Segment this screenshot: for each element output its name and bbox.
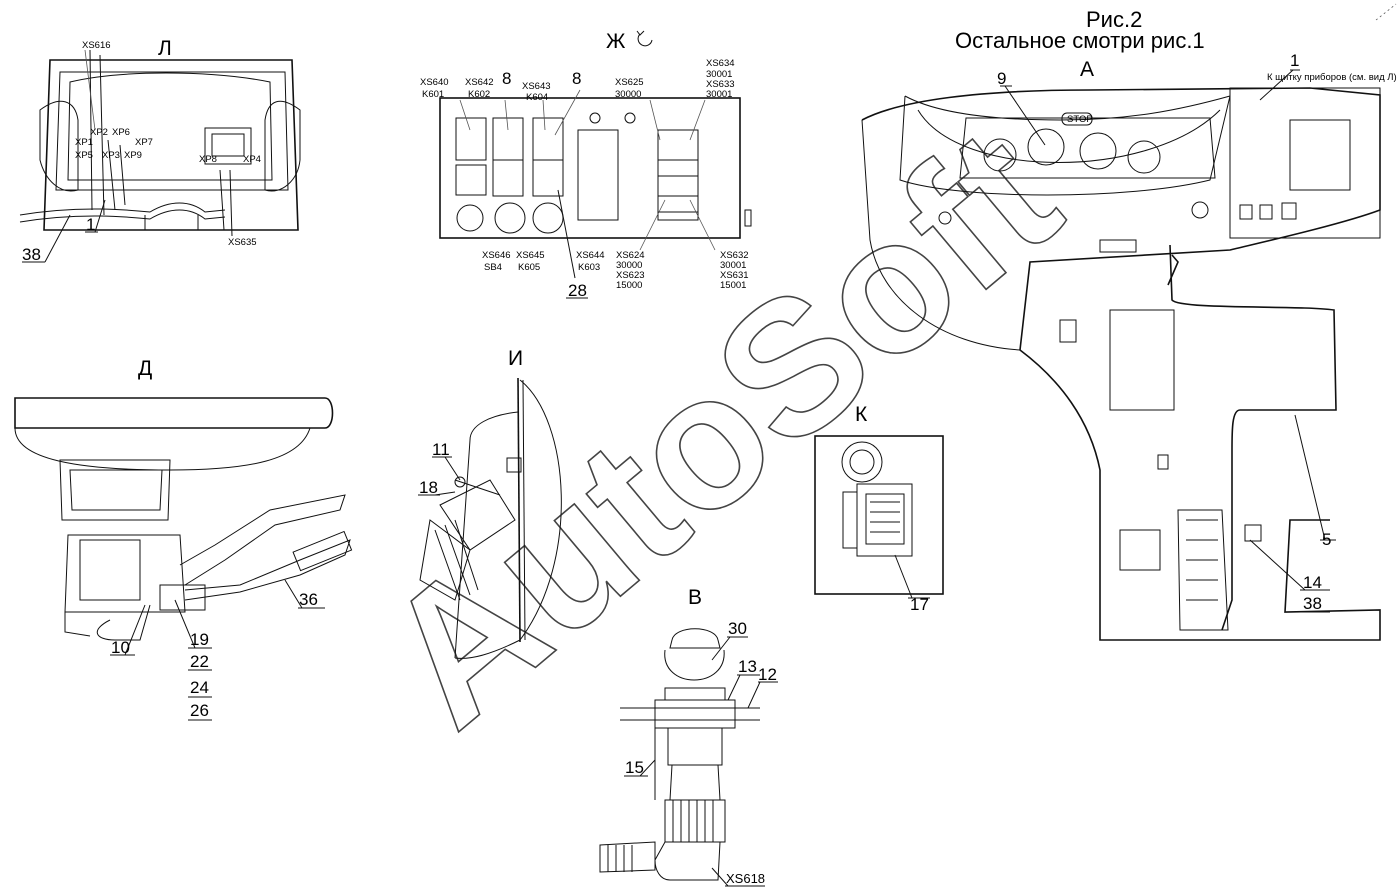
label-15001: 15001: [720, 280, 746, 291]
label-30001c: 30001: [720, 260, 746, 271]
callout-14: 14: [1303, 573, 1322, 592]
callout-10: 10: [111, 638, 130, 657]
label-xs645: XS645: [516, 250, 545, 261]
view-A-title: А: [1080, 58, 1094, 81]
callout-12: 12: [758, 665, 777, 684]
callout-19: 19: [190, 630, 209, 649]
label-xs634: XS634: [706, 58, 735, 69]
view-K: К 17: [814, 403, 944, 614]
label-xp8: XP8: [199, 154, 217, 165]
callout-38: 38: [22, 245, 41, 264]
view-L: Л XS616 XP2 XP6 XP1 XP7 XP5 XP3 XP9 XP8 …: [19, 37, 301, 264]
label-xs625: XS625: [615, 77, 644, 88]
label-xs646: XS646: [482, 250, 511, 261]
label-xp1: XP1: [75, 137, 93, 148]
view-Zh-title: Ж: [606, 30, 626, 53]
callout-9: 9: [997, 69, 1006, 88]
label-xp3: XP3: [102, 150, 120, 161]
label-15000: 15000: [616, 280, 642, 291]
view-L-title: Л: [158, 37, 172, 60]
label-xp6: XP6: [112, 127, 130, 138]
callout-24: 24: [190, 678, 209, 697]
view-K-title: К: [855, 403, 868, 426]
label-xs616: XS616: [82, 40, 111, 51]
label-xs642: XS642: [465, 77, 494, 88]
label-xp5: XP5: [75, 150, 93, 161]
view-V-title: В: [688, 586, 702, 609]
label-k601: K601: [422, 89, 444, 100]
callout-30: 30: [728, 619, 747, 638]
label-xs623: XS623: [616, 270, 645, 281]
label-30001a: 30001: [706, 69, 732, 80]
label-k604: K604: [526, 92, 548, 103]
label-xs631: XS631: [720, 270, 749, 281]
view-V: В 30 13 12 15 XS618: [599, 586, 778, 887]
view-D-title: Д: [138, 357, 152, 380]
label-30001b: 30001: [706, 89, 732, 100]
callout-17: 17: [910, 595, 929, 614]
callout-36: 36: [299, 590, 318, 609]
view-I-title: И: [508, 347, 523, 370]
callout-15: 15: [625, 758, 644, 777]
watermark: AutoSoft: [345, 89, 1096, 767]
label-xs643: XS643: [522, 81, 551, 92]
label-30000a: 30000: [615, 89, 641, 100]
label-xp7: XP7: [135, 137, 153, 148]
view-I: И 11 18: [418, 347, 562, 659]
view-Zh: Ж XS640 K601 XS642 K602 8 XS643 K604 8 X…: [420, 30, 752, 300]
label-xs633: XS633: [706, 79, 735, 90]
stop-lamp-label: STOP: [1067, 114, 1093, 125]
label-k605: K605: [518, 262, 540, 273]
view-A: А STOP 1 К щитку приборов (с: [861, 51, 1397, 641]
callout-5: 5: [1322, 530, 1331, 549]
label-xs644: XS644: [576, 250, 605, 261]
label-xs624: XS624: [616, 250, 645, 261]
callout-1-note: К щитку приборов (см. вид Л): [1267, 72, 1397, 83]
callout-11: 11: [432, 440, 450, 459]
callout-8a: 8: [502, 69, 511, 88]
callout-1-A: 1: [1290, 51, 1299, 70]
label-k603: K603: [578, 262, 600, 273]
label-sb4: SB4: [484, 262, 502, 273]
callout-18: 18: [419, 478, 438, 497]
label-xs640: XS640: [420, 77, 449, 88]
callout-26: 26: [190, 701, 209, 720]
callout-8b: 8: [572, 69, 581, 88]
callout-13: 13: [738, 657, 757, 676]
label-xp2: XP2: [90, 127, 108, 138]
callout-22: 22: [190, 652, 209, 671]
label-xp4: XP4: [243, 154, 261, 165]
label-30000b: 30000: [616, 260, 642, 271]
callout-38-A: 38: [1303, 594, 1322, 613]
corner-arrow-icon: [1375, 3, 1397, 21]
rotate-icon: [636, 30, 653, 47]
callout-1-L: 1: [86, 215, 95, 234]
label-xs635: XS635: [228, 237, 257, 248]
label-xs618: XS618: [726, 871, 765, 886]
label-k602: K602: [468, 89, 490, 100]
callout-28: 28: [568, 281, 587, 300]
label-xp9: XP9: [124, 150, 142, 161]
figure-note: Остальное смотри рис.1: [955, 28, 1205, 53]
view-D: Д 36 10 19 22 24 26: [14, 357, 353, 721]
label-xs632: XS632: [720, 250, 749, 261]
figure-title: Рис.2: [1086, 7, 1142, 32]
